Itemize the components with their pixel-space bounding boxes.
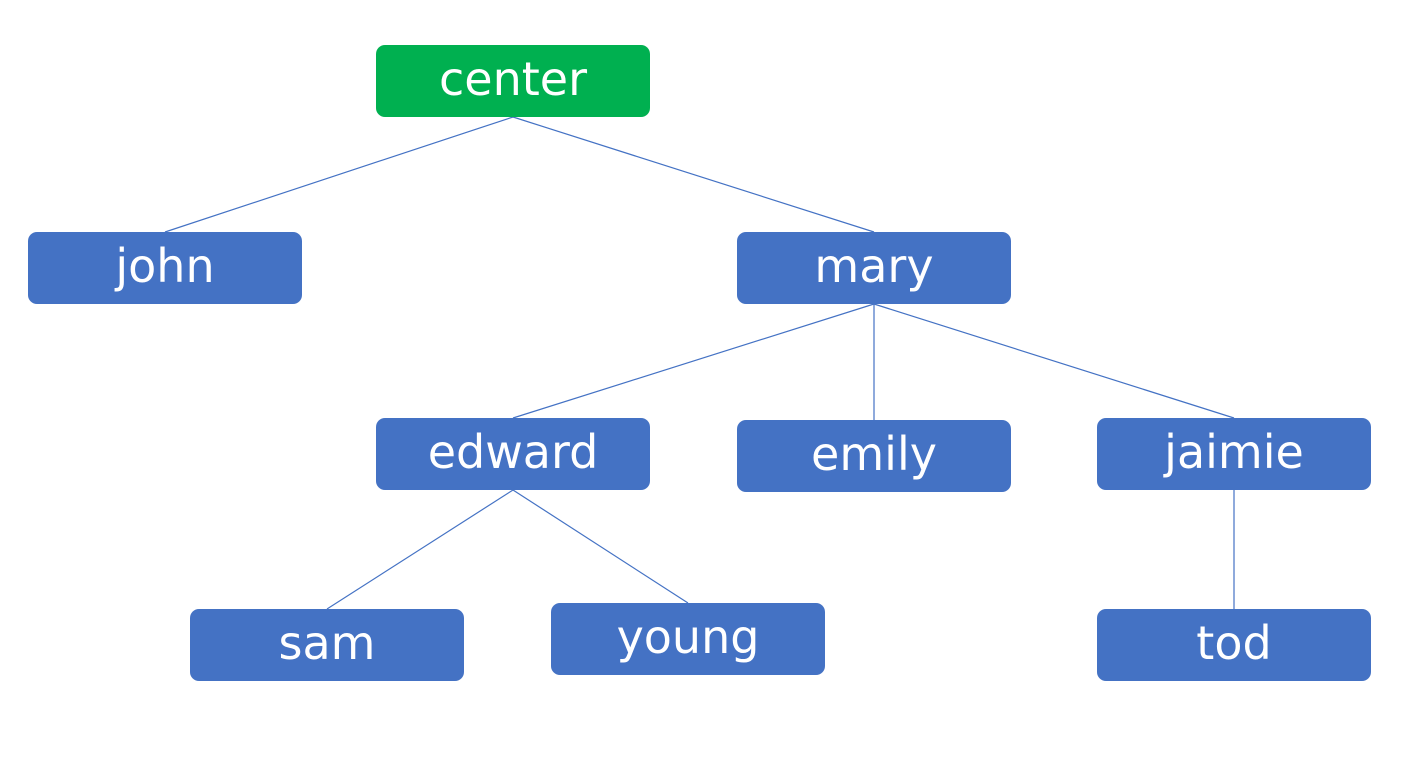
node-emily: emily: [737, 420, 1011, 492]
node-tod: tod: [1097, 609, 1371, 681]
node-john: john: [28, 232, 302, 304]
edge-center-john: [164, 116, 514, 233]
edge-edward-young: [512, 489, 689, 604]
node-jaimie: jaimie: [1097, 418, 1371, 490]
node-center: center: [376, 45, 650, 117]
edge-center-mary: [512, 116, 875, 233]
node-edward: edward: [376, 418, 650, 490]
node-mary: mary: [737, 232, 1011, 304]
node-sam: sam: [190, 609, 464, 681]
edge-mary-jaimie: [873, 303, 1235, 419]
edge-edward-sam: [326, 489, 514, 610]
edge-mary-edward: [512, 303, 875, 419]
node-young: young: [551, 603, 825, 675]
